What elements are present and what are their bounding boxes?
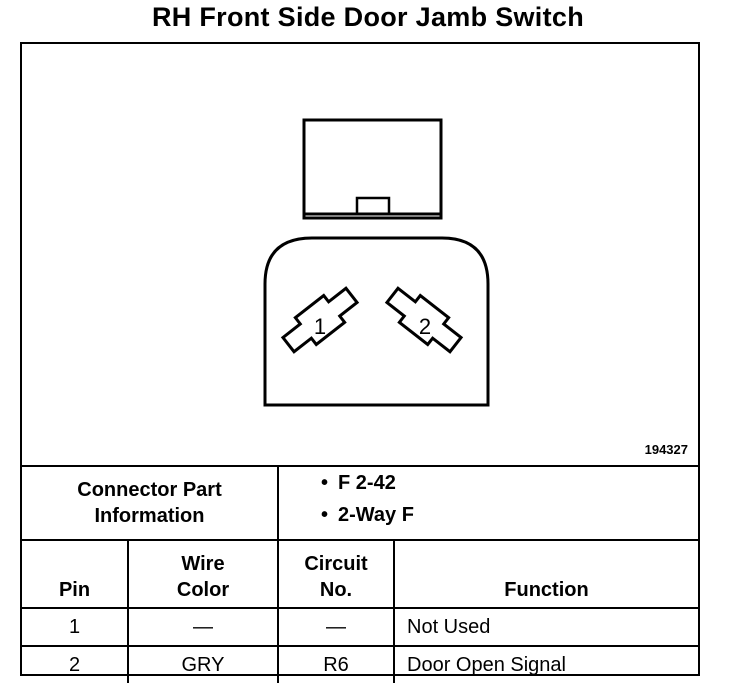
table-row: 2 GRY R6 Door Open Signal: [22, 645, 699, 683]
header-circuit-no: Circuit No.: [277, 539, 395, 609]
pin-2-terminal: [384, 286, 464, 354]
cell-circuit: R6: [277, 645, 395, 683]
pin-1-label: 1: [314, 314, 326, 339]
connector-body: [263, 236, 490, 407]
connector-diagram: 1 2 194327: [22, 44, 698, 465]
page-title: RH Front Side Door Jamb Switch: [151, 2, 585, 32]
figure-reference-number: 194327: [644, 442, 688, 457]
pin-2-label: 2: [419, 314, 431, 339]
connector-frame: 1 2 194327 Connector Part Information •F…: [20, 42, 700, 683]
connector-info-item: •F 2-42: [321, 472, 396, 494]
cell-wire-color: GRY: [127, 645, 279, 683]
connector-info-row: Connector Part Information •F 2-42 •2-Wa…: [22, 465, 699, 541]
pin-1-terminal: [280, 286, 360, 354]
connector-info-label: Connector Part Information: [22, 465, 279, 541]
cell-pin: 1: [22, 607, 129, 647]
connector-info-list: •F 2-42 •2-Way F: [276, 465, 699, 541]
cell-circuit: —: [277, 607, 395, 647]
header-pin: Pin: [22, 539, 129, 609]
connector-drawing: 1 2: [263, 118, 490, 407]
connector-upper-housing: [302, 118, 443, 220]
cell-wire-color: —: [127, 607, 279, 647]
connector-pin-table: Connector Part Information •F 2-42 •2-Wa…: [22, 465, 699, 683]
table-header-row: Pin Wire Color Circuit No. Function: [22, 539, 699, 609]
table-row: 1 — — Not Used: [22, 607, 699, 647]
connector-info-item: •2-Way F: [321, 504, 414, 526]
cell-pin: 2: [22, 645, 129, 683]
cell-function: Door Open Signal: [392, 645, 699, 683]
header-wire-color: Wire Color: [127, 539, 279, 609]
cell-function: Not Used: [392, 607, 699, 647]
header-function: Function: [392, 539, 699, 609]
